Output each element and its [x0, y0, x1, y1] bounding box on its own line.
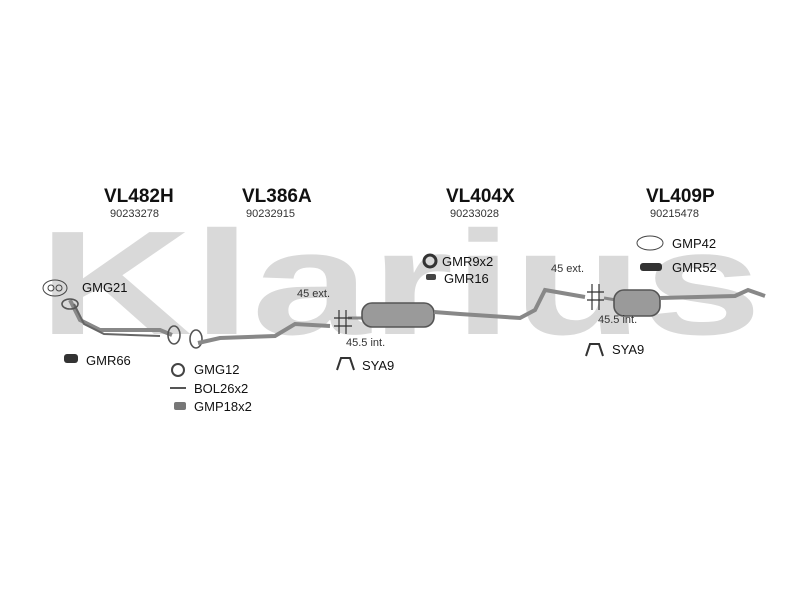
- label-gmr9x2: GMR9x2: [442, 254, 494, 269]
- part-number-3: 90233028: [450, 208, 499, 220]
- spring-gmp18-icon: [174, 402, 186, 410]
- label-bol26x2: BOL26x2: [194, 381, 249, 396]
- dimension-int-1: 45.5 int.: [346, 337, 386, 349]
- label-gmg12: GMG12: [194, 362, 240, 377]
- label-gmr52: GMR52: [672, 260, 717, 275]
- label-gmp42: GMP42: [672, 236, 717, 251]
- joint-markers: [334, 284, 604, 334]
- dimension-ext-2: 45 ext.: [551, 263, 585, 275]
- label-sya9-a: SYA9: [362, 358, 395, 373]
- rear-silencer-vl409p: [603, 287, 766, 317]
- label-gmr16: GMR16: [444, 271, 489, 286]
- rubber-gmr66-icon: [64, 354, 78, 363]
- part-code-4: VL409P: [646, 186, 715, 207]
- centre-silencer-vl404x: [348, 287, 586, 328]
- part-number-4: 90215478: [650, 208, 699, 220]
- dimension-int-2: 45.5 int.: [598, 314, 638, 326]
- gasket-gmp42-icon: [636, 235, 664, 251]
- gasket-gmg12-icon: [171, 363, 185, 377]
- rubber-gmr52-icon: [640, 263, 662, 271]
- label-gmg21: GMG21: [82, 280, 128, 295]
- label-gmr66: GMR66: [86, 353, 131, 368]
- dimension-ext-1: 45 ext.: [297, 288, 331, 300]
- clamp-sya9b-icon: [585, 343, 604, 357]
- clamp-sya9-icon: [336, 357, 355, 371]
- label-gmp18x2: GMP18x2: [194, 399, 252, 414]
- front-pipe-vl482h: [61, 298, 181, 345]
- part-code-2: VL386A: [242, 186, 312, 207]
- part-code-1: VL482H: [104, 186, 174, 207]
- part-code-3: VL404X: [446, 186, 515, 207]
- label-sya9-b: SYA9: [612, 342, 645, 357]
- intermediate-pipe-vl386a: [189, 321, 331, 349]
- gasket-gmg21-icon: [42, 279, 68, 297]
- part-number-1: 90233278: [110, 208, 159, 220]
- part-number-2: 90232915: [246, 208, 295, 220]
- rubber-gmr9-icon: [422, 253, 438, 269]
- rubber-gmr16-icon: [426, 274, 436, 280]
